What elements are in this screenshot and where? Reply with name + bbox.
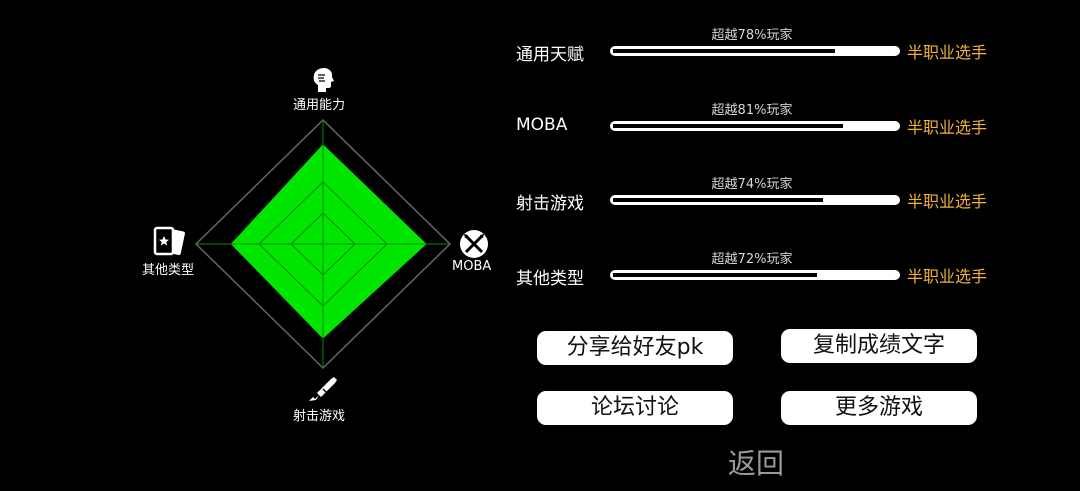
stat-name: 通用天赋 (516, 45, 584, 65)
stat-percentile: 超越78%玩家 (711, 28, 793, 43)
playing-cards-icon (153, 226, 185, 256)
crossed-swords-icon (460, 230, 488, 258)
copy-results-button[interactable]: 复制成绩文字 (781, 329, 977, 363)
more-games-button[interactable]: 更多游戏 (781, 391, 977, 425)
stat-progress-fill (613, 124, 844, 128)
stat-level: 半职业选手 (907, 118, 988, 137)
stat-progress-fill (613, 273, 818, 277)
stat-percentile: 超越74%玩家 (711, 177, 793, 192)
stat-name: 其他类型 (516, 269, 584, 289)
share-with-friends-button[interactable]: 分享给好友pk (537, 331, 733, 365)
stat-progress-bar (610, 121, 900, 131)
radar-label-top: 通用能力 (293, 98, 346, 113)
stat-level: 半职业选手 (907, 267, 988, 286)
forum-discussion-button[interactable]: 论坛讨论 (537, 391, 733, 425)
back-button[interactable]: 返回 (728, 447, 785, 480)
stat-progress-fill (613, 49, 835, 53)
stat-row-shooter: 射击游戏 超越74%玩家 半职业选手 (516, 177, 1076, 231)
radar-value-polygon (230, 144, 427, 339)
stat-progress-bar (610, 46, 900, 56)
head-profile-icon (313, 68, 334, 92)
stat-percentile: 超越81%玩家 (711, 103, 793, 118)
radar-label-right: MOBA (452, 259, 492, 274)
stat-name: MOBA (516, 115, 568, 135)
stat-percentile: 超越72%玩家 (711, 252, 793, 267)
radar-label-bottom: 射击游戏 (293, 409, 346, 424)
stat-level: 半职业选手 (907, 43, 988, 62)
radar-label-left: 其他类型 (142, 263, 195, 278)
stat-name: 射击游戏 (516, 194, 584, 214)
stat-row-other: 其他类型 超越72%玩家 半职业选手 (516, 252, 1076, 306)
stat-progress-fill (613, 198, 824, 202)
stat-row-moba: MOBA 超越81%玩家 半职业选手 (516, 103, 1076, 157)
radar-chart (194, 118, 452, 370)
stat-row-general: 通用天赋 超越78%玩家 半职业选手 (516, 28, 1076, 82)
stat-progress-bar (610, 270, 900, 280)
stat-progress-bar (610, 195, 900, 205)
rifle-icon (309, 377, 337, 401)
stat-level: 半职业选手 (907, 192, 988, 211)
